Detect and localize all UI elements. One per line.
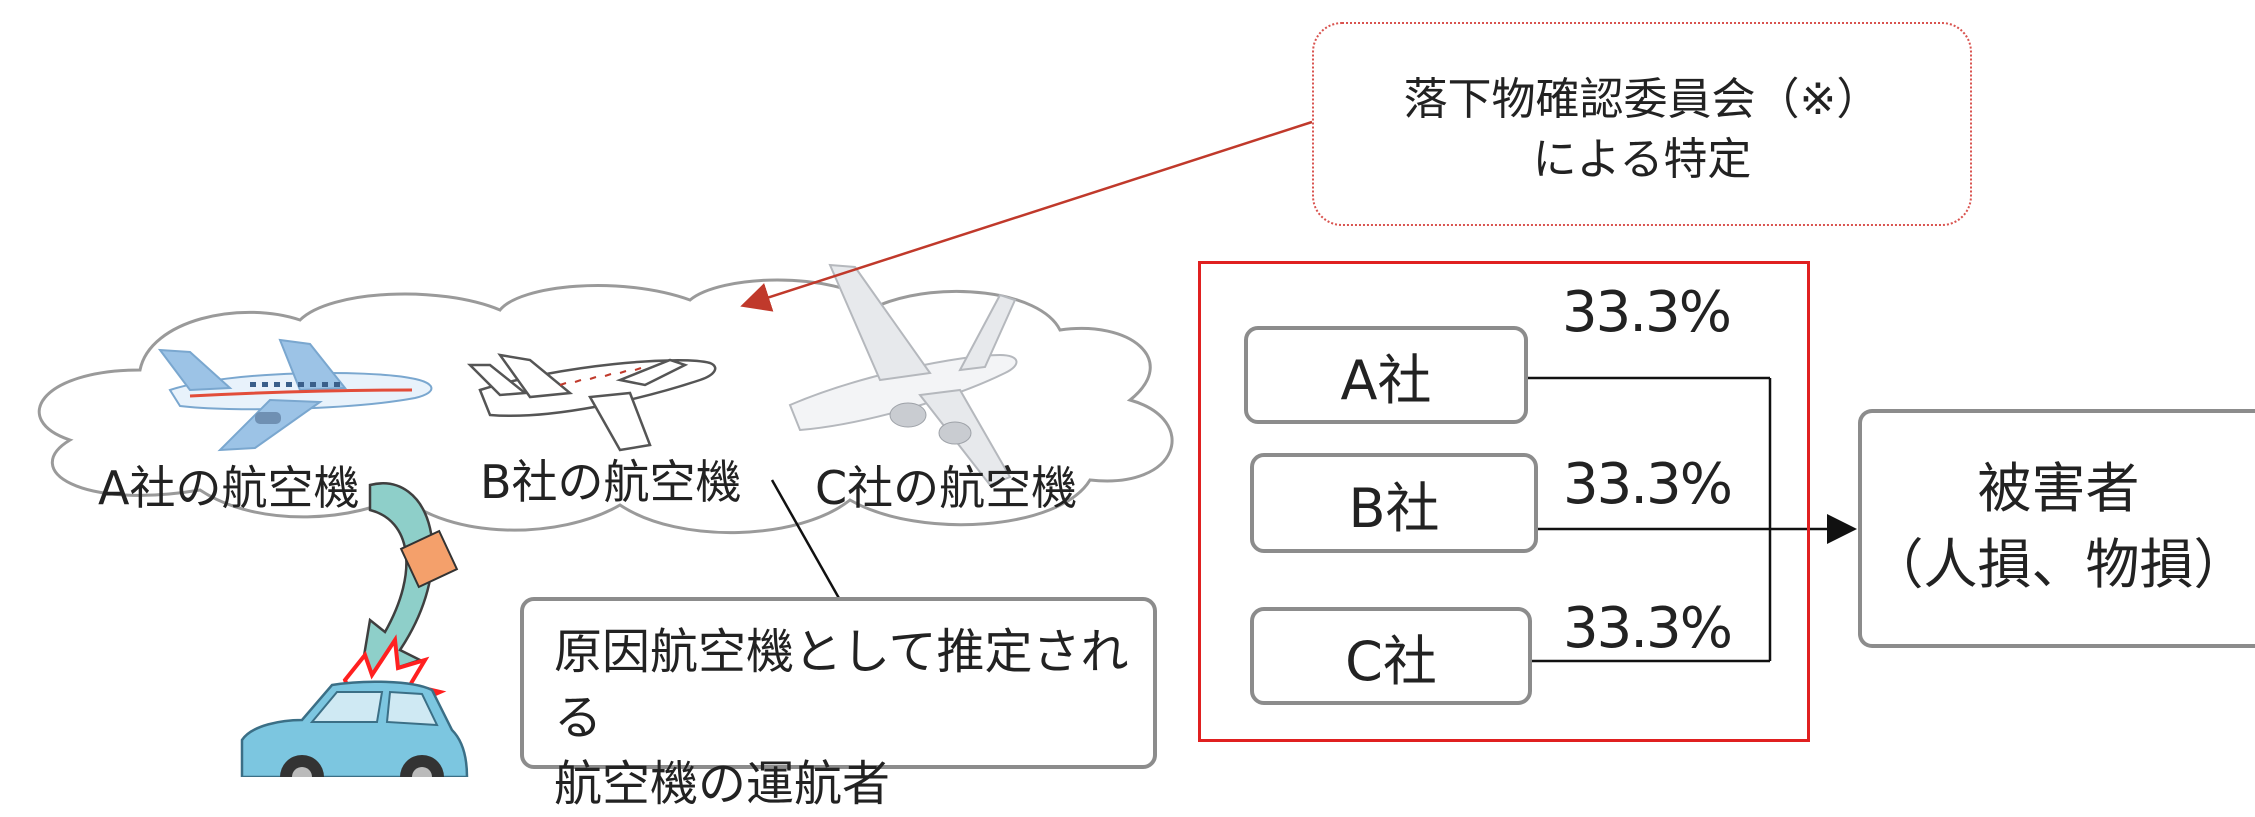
fall-arrow (358, 482, 434, 682)
company-box-c: C社 (1250, 607, 1532, 705)
identification-box: 落下物確認委員会（※） による特定 (1312, 22, 1972, 226)
share-box (1198, 261, 1810, 742)
identification-line-1: 落下物確認委員会（※） (1403, 74, 1881, 125)
plane-label-b: B社の航空機 (480, 455, 742, 509)
company-box-a: A社 (1244, 326, 1528, 424)
plane-label-c: C社の航空機 (815, 461, 1078, 515)
share-value-a: 33.3% (1562, 280, 1732, 345)
operator-line-1: 原因航空機として推定される (554, 624, 1129, 746)
share-value-b: 33.3% (1563, 452, 1733, 517)
victim-line-2: （人損、物損） (1869, 533, 2248, 596)
plane-c-icon (788, 263, 1018, 487)
share-connectors (1526, 376, 1772, 663)
car-icon (240, 680, 469, 777)
plane-label-a: A社の航空機 (98, 461, 360, 515)
plane-a-icon (157, 338, 433, 452)
plane-b-icon (466, 353, 717, 452)
identification-arrow (740, 120, 1313, 312)
company-name-a: A社 (1340, 348, 1432, 412)
victim-line-1: 被害者 (1977, 457, 2140, 520)
operator-line-2: 航空機の運航者 (554, 756, 891, 812)
company-box-b: B社 (1250, 453, 1538, 553)
company-name-c: C社 (1345, 629, 1437, 693)
operator-pointer-line (770, 479, 842, 601)
victim-box: 被害者 （人損、物損） (1858, 409, 2255, 648)
falling-object-icon (399, 529, 459, 589)
company-name-b: B社 (1348, 476, 1440, 540)
operator-box: 原因航空機として推定される 航空機の運航者 (520, 597, 1157, 812)
identification-line-2: による特定 (1532, 134, 1752, 185)
diagram-graphics (37, 120, 1857, 777)
share-value-c: 33.3% (1563, 596, 1733, 661)
